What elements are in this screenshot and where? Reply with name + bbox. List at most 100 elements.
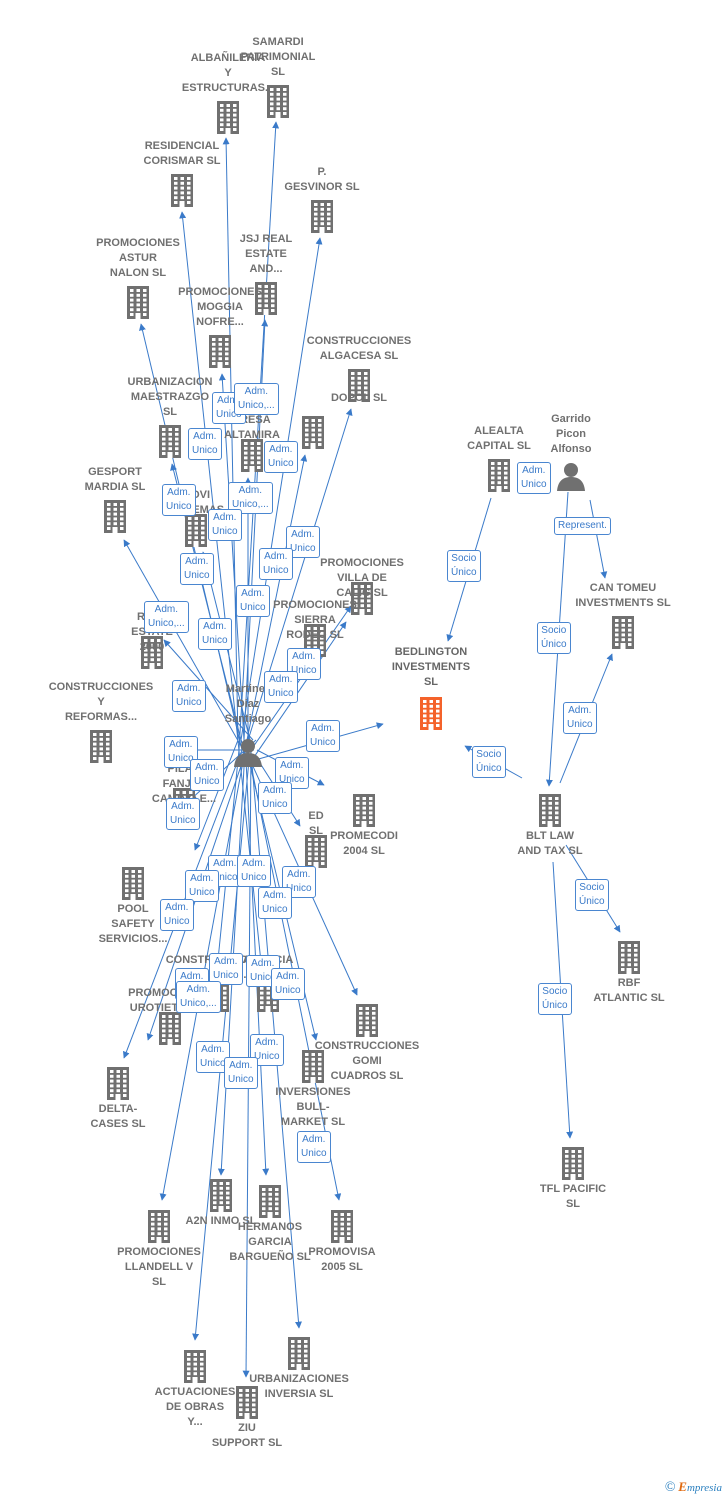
building-icon[interactable] [300, 415, 326, 454]
building-icon[interactable] [183, 513, 209, 552]
relation-badge-line: Adm. [269, 444, 293, 455]
relation-badge[interactable]: Adm.Unico [188, 428, 222, 460]
relation-badge[interactable]: Adm.Unico,... [228, 482, 273, 514]
edge-person_main-algacesa [244, 408, 353, 751]
relation-badge[interactable]: Adm.Unico [287, 648, 321, 680]
building-icon[interactable] [537, 793, 563, 832]
relation-badge[interactable]: Adm.Unico [198, 618, 232, 650]
relation-badge[interactable]: Adm.Unico [180, 553, 214, 585]
building-icon[interactable] [157, 424, 183, 463]
building-icon[interactable] [234, 1385, 260, 1424]
building-icon[interactable] [354, 1003, 380, 1042]
relation-badge[interactable]: Adm.Unico [264, 441, 298, 473]
relation-badge[interactable]: Adm.Unico [258, 782, 292, 814]
building-icon[interactable] [102, 499, 128, 538]
building-icon[interactable] [208, 1178, 234, 1217]
relation-badge[interactable]: Adm.Unico [209, 953, 243, 985]
relation-badge[interactable]: Adm.Unico [236, 585, 270, 617]
brand-name: mpresia [686, 1482, 722, 1494]
building-icon[interactable] [346, 368, 372, 407]
relation-badge[interactable]: Adm.Unico [237, 855, 271, 887]
relation-badge[interactable]: Adm.Unico [164, 736, 198, 768]
relation-badge[interactable]: Adm.Unico [160, 899, 194, 931]
building-icon[interactable] [139, 635, 165, 674]
edge-person_main-sierrarodeo [251, 621, 347, 761]
relation-badge-line: Unico,... [232, 499, 269, 510]
node-label-line: POOL [117, 903, 149, 915]
building-icon[interactable] [207, 334, 233, 373]
building-icon[interactable] [157, 1011, 183, 1050]
building-icon[interactable] [105, 1066, 131, 1105]
node-label-line: INVESTMENTS [391, 661, 471, 673]
relation-badge[interactable]: Adm.Unico [259, 548, 293, 580]
building-icon[interactable] [300, 1049, 326, 1088]
node-label-line: A2N INMO SL [185, 1215, 257, 1227]
relation-badge[interactable]: Adm.Unico [208, 509, 242, 541]
relation-badge[interactable]: Adm.Unico,... [234, 383, 279, 415]
building-icon[interactable] [486, 458, 512, 497]
relation-badge[interactable]: Adm.Unico [190, 759, 224, 791]
building-icon[interactable] [351, 793, 377, 832]
node-label-line: URBANIZACION [127, 376, 213, 388]
building-icon[interactable] [253, 281, 279, 320]
building-icon[interactable] [610, 615, 636, 654]
relation-badge[interactable]: Adm.Unico,... [144, 601, 189, 633]
building-icon[interactable] [239, 438, 265, 477]
person-icon[interactable] [233, 737, 263, 772]
node-label-line: Alfonso [550, 443, 592, 455]
relation-badge-line: Socio [541, 625, 567, 636]
node-label-line: RBF [617, 977, 641, 989]
building-icon[interactable] [182, 1349, 208, 1388]
building-icon[interactable] [257, 1184, 283, 1223]
building-icon[interactable] [146, 1209, 172, 1248]
relation-badge-line: Unico [192, 445, 218, 456]
building-icon[interactable] [309, 199, 335, 238]
building-icon[interactable] [215, 100, 241, 139]
relation-badge[interactable]: Adm.Unico [563, 702, 597, 734]
relation-badge[interactable]: Adm.Unico [196, 1041, 230, 1073]
node-label-line: URBANIZACIONES [249, 1373, 349, 1385]
building-icon[interactable] [560, 1146, 586, 1185]
relation-badge[interactable]: Adm.Unico [224, 1057, 258, 1089]
edge-person_main-pool [194, 739, 239, 851]
building-icon[interactable] [169, 173, 195, 212]
relation-badge[interactable]: Represent. [554, 517, 611, 535]
building-icon[interactable] [125, 285, 151, 324]
building-icon[interactable] [349, 581, 375, 620]
building-icon[interactable] [88, 729, 114, 768]
relation-badge[interactable]: Adm.Unico [297, 1131, 331, 1163]
relation-badge-line: Represent. [558, 520, 607, 531]
relation-badge[interactable]: Adm.Unico [264, 671, 298, 703]
relation-badge[interactable]: Adm.Unico [517, 462, 551, 494]
relation-badge[interactable]: Adm.Unico [271, 968, 305, 1000]
relation-badge-line: Adm. [201, 1044, 225, 1055]
building-icon[interactable] [286, 1336, 312, 1375]
relation-badge-line: Adm. [269, 674, 293, 685]
building-icon[interactable] [265, 84, 291, 123]
relation-badge[interactable]: Adm.Unico [306, 720, 340, 752]
building-icon[interactable] [303, 834, 329, 873]
person-icon[interactable] [556, 461, 586, 496]
relation-badge[interactable]: Adm.Unico [166, 798, 200, 830]
relation-badge[interactable]: Adm.Unico [162, 484, 196, 516]
node-label-line: VILLA DE [337, 572, 387, 584]
relation-badge[interactable]: Adm.Unico,... [176, 981, 221, 1013]
relation-badge[interactable]: Adm.Unico [172, 680, 206, 712]
node-label-line: PROMOCIONES [273, 599, 357, 611]
building-icon[interactable] [418, 696, 444, 735]
relation-badge[interactable]: Adm.Unico [286, 526, 320, 558]
building-icon[interactable] [120, 866, 146, 905]
relation-badge[interactable]: Adm.Unico [185, 870, 219, 902]
building-icon[interactable] [616, 940, 642, 979]
building-icon[interactable] [329, 1209, 355, 1248]
node-label-line: NOFRE... [196, 316, 244, 328]
node-label-line: SL [308, 825, 324, 837]
relation-badge[interactable]: Adm.Unico [258, 887, 292, 919]
